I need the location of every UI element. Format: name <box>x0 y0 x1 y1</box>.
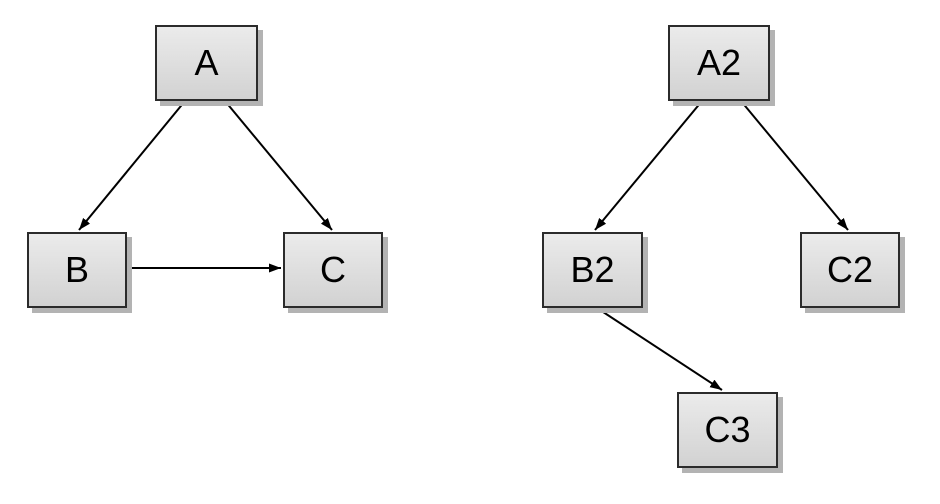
node-label: C2 <box>826 249 874 290</box>
node-label: C3 <box>704 409 751 450</box>
node-C2[interactable]: C2 <box>800 232 900 308</box>
edge-A2-B2[interactable] <box>594 100 703 231</box>
node-label: A <box>194 42 219 83</box>
node-C[interactable]: C <box>283 232 383 308</box>
node-A2[interactable]: A2 <box>668 25 770 101</box>
edge-B2-C3[interactable] <box>596 307 723 391</box>
node-label: B <box>64 249 89 290</box>
node-label: C <box>320 249 346 290</box>
node-C3[interactable]: C3 <box>677 392 778 468</box>
node-B2[interactable]: B2 <box>542 232 643 308</box>
node-B[interactable]: B <box>27 232 127 308</box>
node-label: B2 <box>570 249 615 290</box>
node-A[interactable]: A <box>155 25 258 101</box>
edge-A-B[interactable] <box>78 100 186 231</box>
edge-A-C[interactable] <box>224 100 333 231</box>
node-label: A2 <box>696 42 742 83</box>
edge-A2-C2[interactable] <box>740 100 849 231</box>
